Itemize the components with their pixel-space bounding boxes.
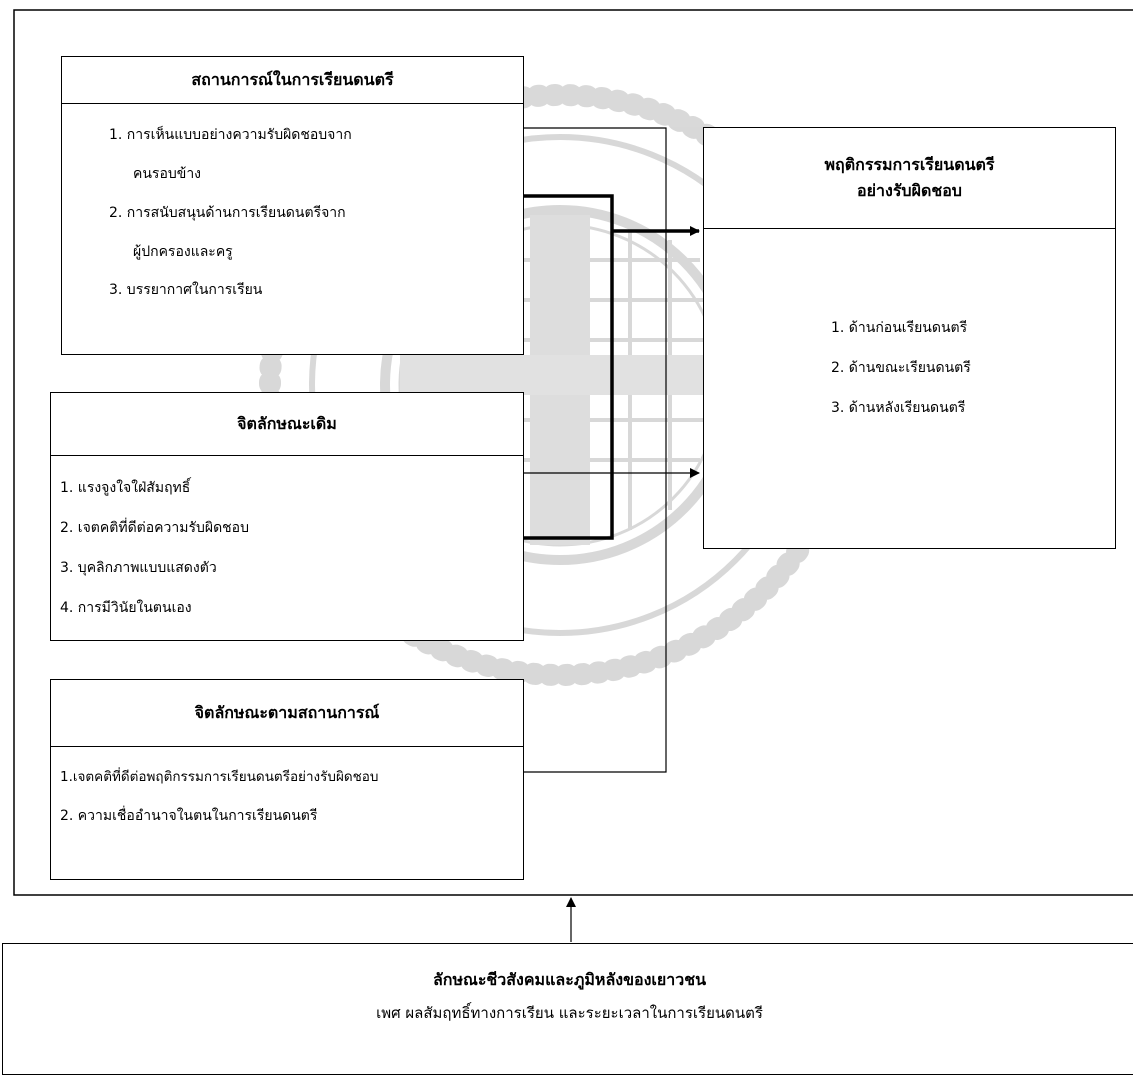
bracket-line <box>523 127 667 773</box>
bold-bracket <box>523 194 614 540</box>
situation-item-1-cont: คนรอบข้าง <box>133 166 202 182</box>
situational-traits-title: จิตลักษณะตามสถานการณ์ <box>51 680 523 747</box>
behavior-title-line-1: พฤติกรรมการเรียนดนตรี <box>824 155 995 175</box>
outer-frame <box>13 9 1133 896</box>
situational-traits-item-2: 2. ความเชื่ออำนาจในตนในการเรียนดนตรี <box>60 808 318 824</box>
behavior-item-2: 2. ด้านขณะเรียนดนตรี <box>831 360 971 376</box>
background-box: ลักษณะชีวสังคมและภูมิหลังของเยาวชน เพศ ผ… <box>2 943 1133 1075</box>
situational-traits-box: จิตลักษณะตามสถานการณ์ 1.เจตคติที่ดีต่อพฤ… <box>50 679 524 880</box>
original-traits-item-4: 4. การมีวินัยในตนเอง <box>60 600 192 616</box>
situational-traits-item-1: 1.เจตคติที่ดีต่อพฤติกรรมการเรียนดนตรีอย่… <box>60 769 379 785</box>
behavior-box: พฤติกรรมการเรียนดนตรี อย่างรับผิดชอบ 1. … <box>703 127 1116 549</box>
behavior-item-1: 1. ด้านก่อนเรียนดนตรี <box>831 320 968 336</box>
original-traits-item-2: 2. เจตคติที่ดีต่อความรับผิดชอบ <box>60 520 249 536</box>
situation-title: สถานการณ์ในการเรียนดนตรี <box>62 57 523 104</box>
original-traits-box: จิตลักษณะเดิม 1. แรงจูงใจใฝ่สัมฤทธิ์ 2. … <box>50 392 524 641</box>
situation-box: สถานการณ์ในการเรียนดนตรี 1. การเห็นแบบอย… <box>61 56 524 355</box>
situation-item-1: 1. การเห็นแบบอย่างความรับผิดชอบจาก <box>109 127 352 143</box>
original-traits-item-1: 1. แรงจูงใจใฝ่สัมฤทธิ์ <box>60 480 191 496</box>
situation-item-2-cont: ผู้ปกครองและครู <box>133 244 233 260</box>
background-subtitle: เพศ ผลสัมฤทธิ์ทางการเรียน และระยะเวลาในก… <box>376 1004 763 1022</box>
behavior-title-line-2: อย่างรับผิดชอบ <box>857 181 962 200</box>
original-traits-item-3: 3. บุคลิกภาพแบบแสดงตัว <box>60 560 217 576</box>
background-title: ลักษณะชีวสังคมและภูมิหลังของเยาวชน <box>432 970 707 989</box>
behavior-title: พฤติกรรมการเรียนดนตรี อย่างรับผิดชอบ <box>704 128 1115 229</box>
behavior-item-3: 3. ด้านหลังเรียนดนตรี <box>831 400 966 416</box>
situation-item-3: 3. บรรยากาศในการเรียน <box>109 282 263 298</box>
original-traits-title: จิตลักษณะเดิม <box>51 393 523 456</box>
situation-item-2: 2. การสนับสนุนด้านการเรียนดนตรีจาก <box>109 205 346 221</box>
